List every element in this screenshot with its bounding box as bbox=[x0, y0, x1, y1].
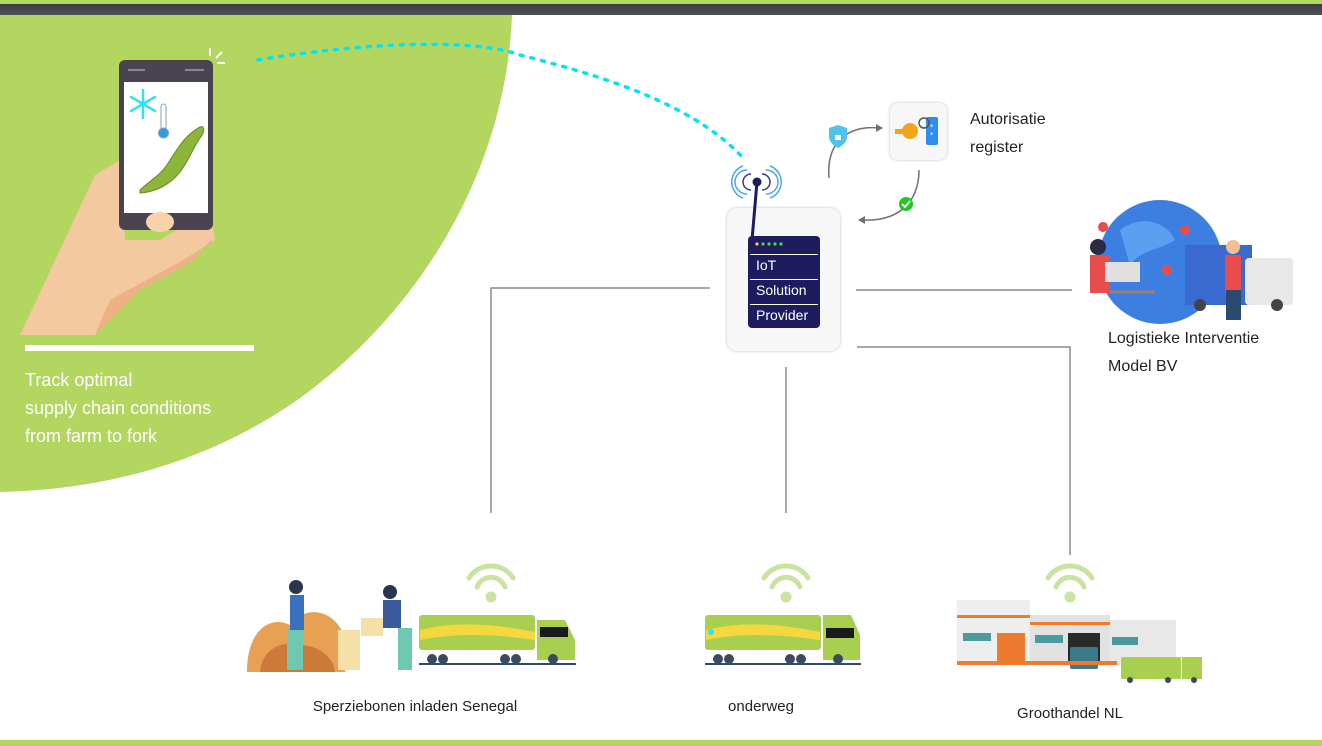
svg-text:*: * bbox=[930, 131, 934, 139]
connector-hub-to-groothandel bbox=[857, 346, 1071, 555]
logistics-label-line-1: Logistieke Interventie bbox=[1108, 330, 1260, 347]
wireless-signal-path bbox=[256, 42, 747, 162]
authorization-register-card[interactable]: * * bbox=[890, 103, 947, 160]
thermometer-icon bbox=[158, 103, 169, 139]
tagline-divider bbox=[25, 345, 254, 351]
logistics-illustration-icon bbox=[1090, 200, 1293, 324]
wifi-icon-onderweg bbox=[761, 563, 811, 603]
hand-holding-phone-icon bbox=[20, 48, 225, 335]
loading-truck-icon bbox=[247, 580, 576, 672]
iot-label-line-1: IoT bbox=[750, 254, 818, 274]
svg-text:*: * bbox=[930, 123, 934, 131]
auth-label-line-2: register bbox=[970, 139, 1024, 156]
top-header-bar bbox=[0, 4, 1322, 15]
iot-label-line-3: Provider bbox=[750, 304, 818, 324]
wifi-icon-groothandel bbox=[1045, 563, 1095, 603]
logistics-label: Logistieke Interventie Model BV bbox=[1108, 325, 1259, 381]
station-label-onderweg: onderweg bbox=[728, 698, 794, 715]
connector-lines bbox=[490, 287, 1072, 555]
truck-icon bbox=[705, 615, 861, 665]
logistics-label-line-2: Model BV bbox=[1108, 358, 1178, 375]
snowflake-icon bbox=[129, 88, 157, 120]
warehouse-icon bbox=[957, 600, 1202, 683]
iot-panel bbox=[748, 236, 820, 328]
auth-label-line-1: Autorisatie bbox=[970, 111, 1046, 128]
key-icon: * * bbox=[895, 117, 938, 145]
station-label-senegal: Sperziebonen inladen Senegal bbox=[312, 698, 518, 715]
antenna-signal-icon bbox=[731, 165, 782, 199]
check-icon bbox=[899, 197, 913, 211]
bottom-accent-band bbox=[0, 740, 1322, 746]
green-bean-icon bbox=[139, 126, 205, 194]
tagline-text: Track optimal supply chain conditions fr… bbox=[25, 370, 212, 446]
iot-label-line-2: Solution bbox=[750, 279, 818, 299]
shield-lock-icon bbox=[829, 125, 847, 148]
connector-hub-to-senegal bbox=[490, 287, 710, 513]
authorization-register-label: Autorisatie register bbox=[970, 106, 1046, 162]
station-label-groothandel: Groothandel NL bbox=[1017, 705, 1123, 722]
wifi-icon-senegal bbox=[466, 563, 516, 603]
top-accent-band bbox=[0, 0, 1322, 4]
